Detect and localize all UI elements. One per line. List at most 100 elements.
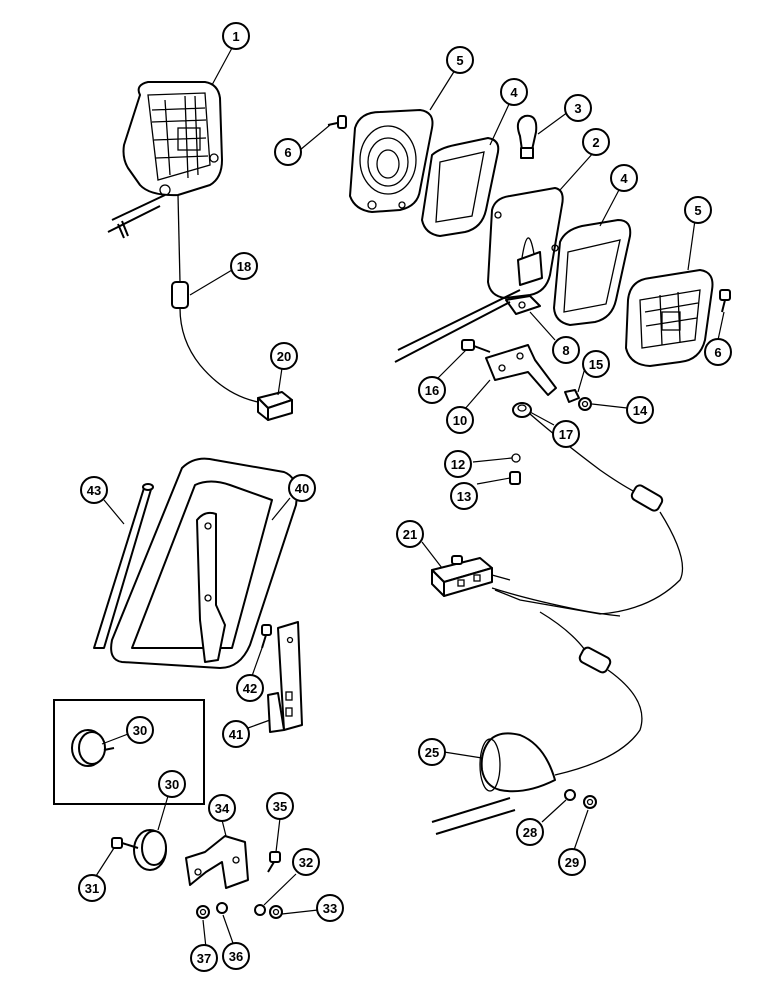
callout-36: 36 [222, 942, 250, 970]
callout-5-lower: 5 [684, 196, 712, 224]
connector-part-20 [257, 391, 293, 421]
callout-8: 8 [552, 336, 580, 364]
screw-part-13 [509, 471, 521, 485]
work-lamp-part-1 [107, 81, 223, 283]
nut-part-15 [564, 389, 580, 403]
svg-text:42: 42 [243, 681, 257, 696]
svg-text:35: 35 [273, 799, 287, 814]
svg-text:36: 36 [229, 949, 243, 964]
svg-text:31: 31 [85, 881, 99, 896]
smv-emblem-part-40 [110, 457, 298, 669]
svg-text:4: 4 [510, 85, 518, 100]
grommet-part-17 [494, 402, 684, 615]
callout-30-inset: 30 [126, 716, 154, 744]
svg-text:5: 5 [456, 53, 463, 68]
nut-part-37 [196, 905, 210, 919]
washer-part-12 [511, 453, 521, 463]
svg-text:5: 5 [694, 203, 701, 218]
bulb-part-3 [516, 114, 538, 159]
svg-text:10: 10 [453, 413, 467, 428]
callout-42: 42 [236, 674, 264, 702]
reflector-part-30 [133, 829, 167, 871]
svg-text:2: 2 [592, 135, 599, 150]
svg-text:29: 29 [565, 855, 579, 870]
callout-5-upper: 5 [446, 46, 474, 74]
svg-text:43: 43 [87, 483, 101, 498]
lamp-lens-part-5-lower [625, 269, 714, 367]
marker-lamp-part-25 [479, 732, 556, 793]
svg-text:30: 30 [133, 723, 147, 738]
svg-text:18: 18 [237, 259, 251, 274]
svg-text:3: 3 [574, 101, 581, 116]
nut-part-33 [269, 905, 283, 919]
svg-text:6: 6 [714, 345, 721, 360]
svg-text:21: 21 [403, 527, 417, 542]
callout-4-upper: 4 [500, 78, 528, 106]
gasket-part-4-upper [421, 137, 500, 237]
nut-part-14 [578, 397, 592, 411]
callout-43: 43 [80, 476, 108, 504]
svg-text:8: 8 [562, 343, 569, 358]
svg-text:13: 13 [457, 489, 471, 504]
callout-35: 35 [266, 792, 294, 820]
svg-text:15: 15 [589, 357, 603, 372]
screw-part-31 [111, 837, 139, 849]
bolt-part-42 [261, 624, 272, 649]
svg-text:16: 16 [425, 383, 439, 398]
svg-text:17: 17 [559, 427, 573, 442]
lower-cable [539, 611, 643, 776]
callout-37: 37 [190, 944, 218, 972]
callout-31: 31 [78, 874, 106, 902]
svg-text:25: 25 [425, 745, 439, 760]
svg-text:14: 14 [633, 403, 648, 418]
svg-text:32: 32 [299, 855, 313, 870]
gasket-part-8 [505, 295, 541, 315]
svg-text:1: 1 [232, 29, 239, 44]
callout-34: 34 [208, 794, 236, 822]
rod-part-43 [93, 483, 154, 649]
nut-part-29 [583, 795, 597, 809]
svg-text:28: 28 [523, 825, 537, 840]
callout-15: 15 [582, 350, 610, 378]
svg-text:40: 40 [295, 481, 309, 496]
callout-33: 33 [316, 894, 344, 922]
callout-29: 29 [558, 848, 586, 876]
callout-4-lower: 4 [610, 164, 638, 192]
bracket-part-10 [485, 344, 557, 396]
washer-part-28 [564, 789, 576, 801]
svg-text:33: 33 [323, 901, 337, 916]
callout-32: 32 [292, 848, 320, 876]
screw-part-6-lower [719, 289, 731, 313]
callout-6-upper: 6 [274, 138, 302, 166]
callout-16: 16 [418, 376, 446, 404]
leader-lines [95, 47, 725, 949]
bracket-part-41 [267, 621, 303, 733]
callout-1: 1 [222, 22, 250, 50]
fuse-holder-part-18 [171, 281, 259, 403]
callout-25: 25 [418, 738, 446, 766]
gasket-part-4-lower [553, 219, 632, 326]
callout-10: 10 [446, 406, 474, 434]
ground-line-center [394, 289, 521, 363]
washer-part-36 [216, 902, 228, 914]
svg-text:34: 34 [215, 801, 230, 816]
callout-6-lower: 6 [704, 338, 732, 366]
callout-2: 2 [582, 128, 610, 156]
lamp-holder-part-2 [487, 187, 564, 299]
svg-text:30: 30 [165, 777, 179, 792]
svg-text:6: 6 [284, 145, 291, 160]
svg-text:37: 37 [197, 951, 211, 966]
callout-41: 41 [222, 720, 250, 748]
svg-text:4: 4 [620, 171, 628, 186]
bolt-part-16 [461, 339, 491, 353]
callout-3: 3 [564, 94, 592, 122]
callout-21: 21 [396, 520, 424, 548]
callout-17: 17 [552, 420, 580, 448]
callout-30: 30 [158, 770, 186, 798]
svg-text:12: 12 [451, 457, 465, 472]
callout-40: 40 [288, 474, 316, 502]
callout-13: 13 [450, 482, 478, 510]
callout-18: 18 [230, 252, 258, 280]
svg-text:41: 41 [229, 727, 243, 742]
